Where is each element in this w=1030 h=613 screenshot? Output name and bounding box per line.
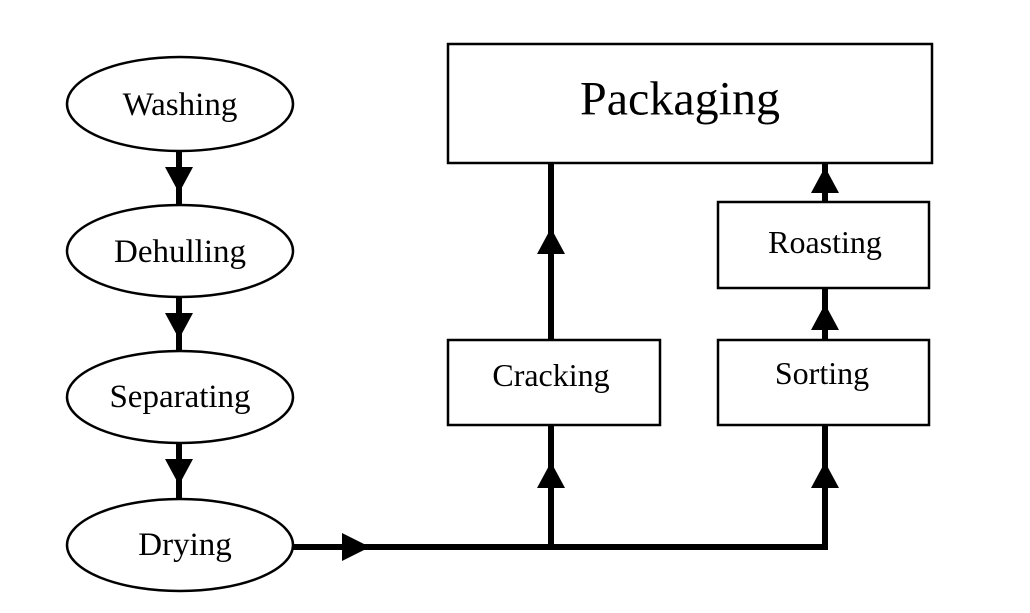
arrowhead-down-icon (165, 459, 193, 485)
node-packaging-label: Packaging (580, 73, 780, 126)
arrowhead-right-icon (342, 533, 370, 561)
arrowhead-up-icon (811, 462, 839, 488)
arrowhead-up-icon (537, 228, 565, 254)
node-packaging: Packaging (446, 42, 934, 165)
node-washing: Washing (65, 55, 295, 153)
arrowhead-up-icon (811, 167, 839, 193)
node-separating: Separating (65, 349, 295, 445)
arrowhead-down-icon (165, 313, 193, 339)
arrowhead-down-icon (165, 167, 193, 193)
node-roasting-label: Roasting (768, 224, 882, 260)
arrowhead-up-icon (537, 462, 565, 488)
node-drying-label: Drying (138, 527, 232, 563)
node-sorting: Sorting (716, 338, 931, 427)
node-dehulling: Dehulling (65, 203, 295, 299)
node-drying: Drying (65, 497, 295, 593)
edges (165, 150, 839, 561)
node-roasting: Roasting (716, 200, 931, 290)
node-separating-label: Separating (109, 379, 250, 415)
arrowhead-up-icon (811, 304, 839, 330)
nodes: Washing Dehulling Separating Drying Crac… (65, 42, 934, 593)
node-cracking-label: Cracking (492, 357, 609, 393)
node-cracking: Cracking (446, 338, 662, 427)
node-sorting-label: Sorting (775, 355, 869, 391)
node-washing-label: Washing (123, 87, 238, 123)
node-dehulling-label: Dehulling (114, 234, 246, 270)
